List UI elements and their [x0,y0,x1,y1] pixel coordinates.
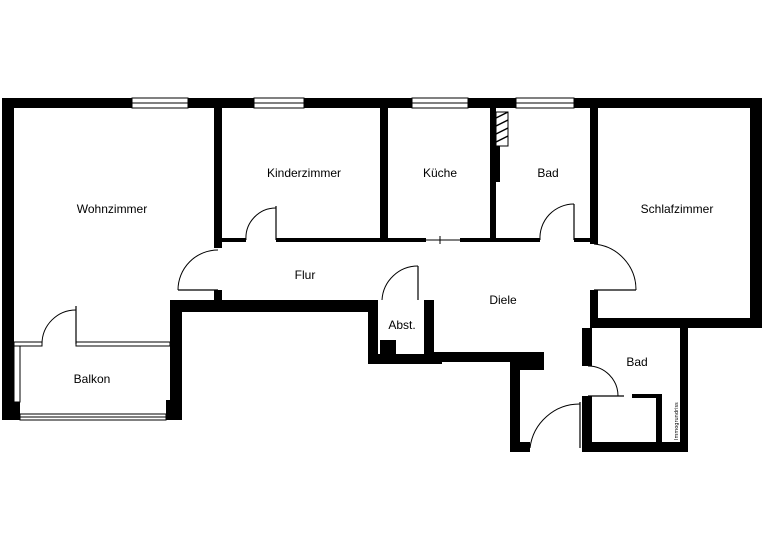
watermark-text: Immogrundriss [674,402,680,440]
room-label-kueche: Küche [423,166,457,180]
doors [41,203,637,449]
room-label-bad-top: Bad [537,166,558,180]
room-label-bad-small: Bad [626,355,647,369]
room-label-kinderzimmer: Kinderzimmer [267,166,341,180]
walls [2,98,762,452]
room-label-abst: Abst. [388,318,415,332]
room-label-diele: Diele [489,293,517,307]
room-label-balkon: Balkon [74,372,111,386]
room-label-wohnzimmer: Wohnzimmer [77,202,147,216]
room-labels: Wohnzimmer Kinderzimmer Küche Bad Schlaf… [74,166,714,440]
windows [13,97,575,421]
room-label-schlafzimmer: Schlafzimmer [641,202,714,216]
room-label-flur: Flur [295,268,316,282]
kitchen-stripes-icon [495,111,509,147]
